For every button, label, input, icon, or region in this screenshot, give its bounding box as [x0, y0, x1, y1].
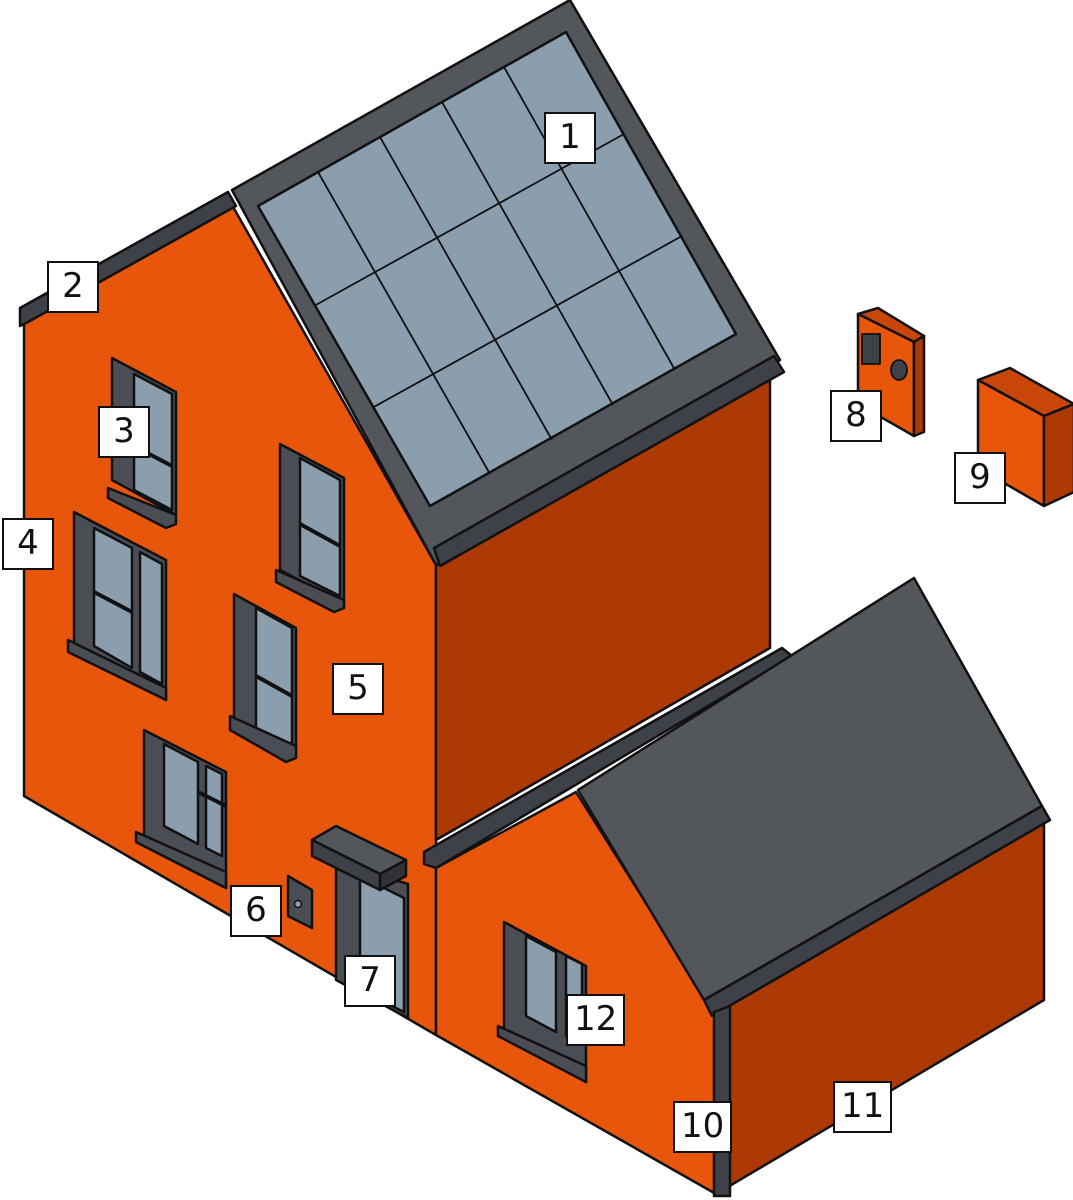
callout-4-side-wall: 4	[2, 518, 54, 570]
extension-gutter	[702, 804, 1052, 1018]
extension-left-roof-edge	[422, 646, 794, 870]
window-middle-left	[66, 510, 168, 702]
callout-8-meter-box: 8	[830, 390, 882, 442]
callout-12-extension-window: 12	[566, 994, 626, 1046]
window-upper-right	[274, 442, 346, 614]
window-middle-right	[228, 592, 298, 764]
wall-meter	[286, 874, 314, 930]
callout-1-solar-panels: 1	[544, 112, 596, 164]
callout-3-upper-window: 3	[98, 406, 150, 458]
door-canopy	[310, 824, 408, 892]
callout-10-downpipe: 10	[673, 1101, 733, 1153]
main-gutter	[432, 354, 786, 568]
callout-5-front-wall: 5	[332, 663, 384, 715]
callout-11-extension-side-wall: 11	[833, 1081, 893, 1133]
window-ground-left	[134, 728, 228, 890]
callout-2-roof-eaves: 2	[47, 261, 99, 313]
callout-6-electric-meter: 6	[230, 885, 282, 937]
solar-array	[256, 30, 738, 508]
callout-7-front-door: 7	[344, 955, 396, 1007]
meter-cabinet	[856, 306, 926, 438]
callout-9-external-unit: 9	[954, 452, 1006, 504]
